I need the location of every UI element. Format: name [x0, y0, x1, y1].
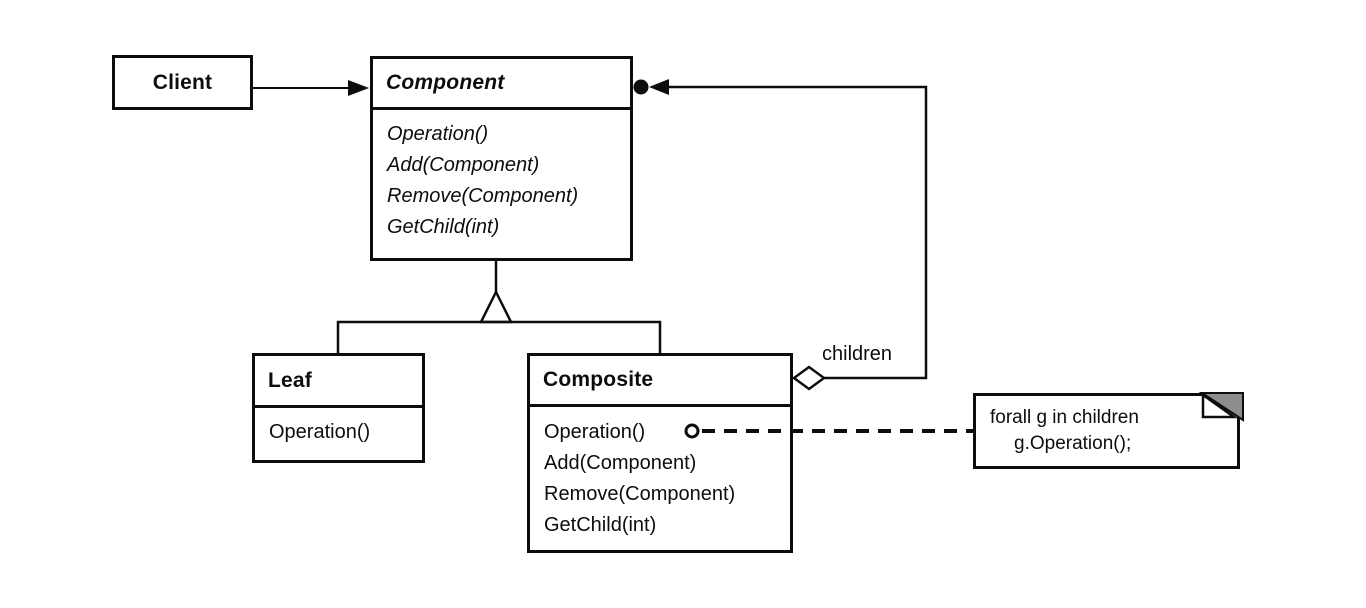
inheritance-triangle-icon	[478, 289, 514, 324]
component-method: Add(Component)	[387, 154, 540, 176]
client-component-association	[253, 80, 369, 96]
leaf-class-title: Leaf	[255, 356, 422, 408]
composite-method: Add(Component)	[544, 452, 697, 474]
client-class-title: Client	[152, 70, 213, 94]
component-class-title: Component	[373, 59, 630, 110]
aggregation-diamond-icon	[791, 365, 827, 391]
composite-method: GetChild(int)	[544, 514, 657, 536]
inheritance-relationship	[336, 261, 662, 353]
association-line	[666, 85, 928, 380]
composite-method-list: Operation() Add(Component) Remove(Compon…	[530, 407, 790, 541]
leaf-method-list: Operation()	[255, 408, 422, 448]
note-text-line: forall g in children	[990, 407, 1139, 428]
component-class-box: Component Operation() Add(Component) Rem…	[370, 56, 633, 261]
children-association-label: children	[822, 343, 893, 365]
inheritance-branch-line	[336, 320, 662, 353]
composite-method: Operation()	[544, 421, 646, 443]
leaf-class-box: Leaf Operation()	[252, 353, 425, 463]
composite-class-box: Composite Operation() Add(Component) Rem…	[527, 353, 793, 553]
client-class-box: Client	[112, 55, 253, 110]
arrowhead-icon	[649, 79, 669, 95]
leaf-method: Operation()	[269, 421, 371, 443]
component-method: Operation()	[387, 123, 489, 145]
composite-class-title: Composite	[530, 356, 790, 407]
note-text-line: g.Operation();	[1014, 433, 1132, 454]
note-box: forall g in children g.Operation();	[973, 393, 1240, 469]
arrowhead-icon	[348, 80, 369, 96]
multiplicity-ball-icon	[633, 79, 649, 95]
component-method: Remove(Component)	[387, 185, 579, 207]
composite-method: Remove(Component)	[544, 483, 736, 505]
component-method-list: Operation() Add(Component) Remove(Compon…	[373, 110, 630, 243]
component-method: GetChild(int)	[387, 216, 500, 238]
